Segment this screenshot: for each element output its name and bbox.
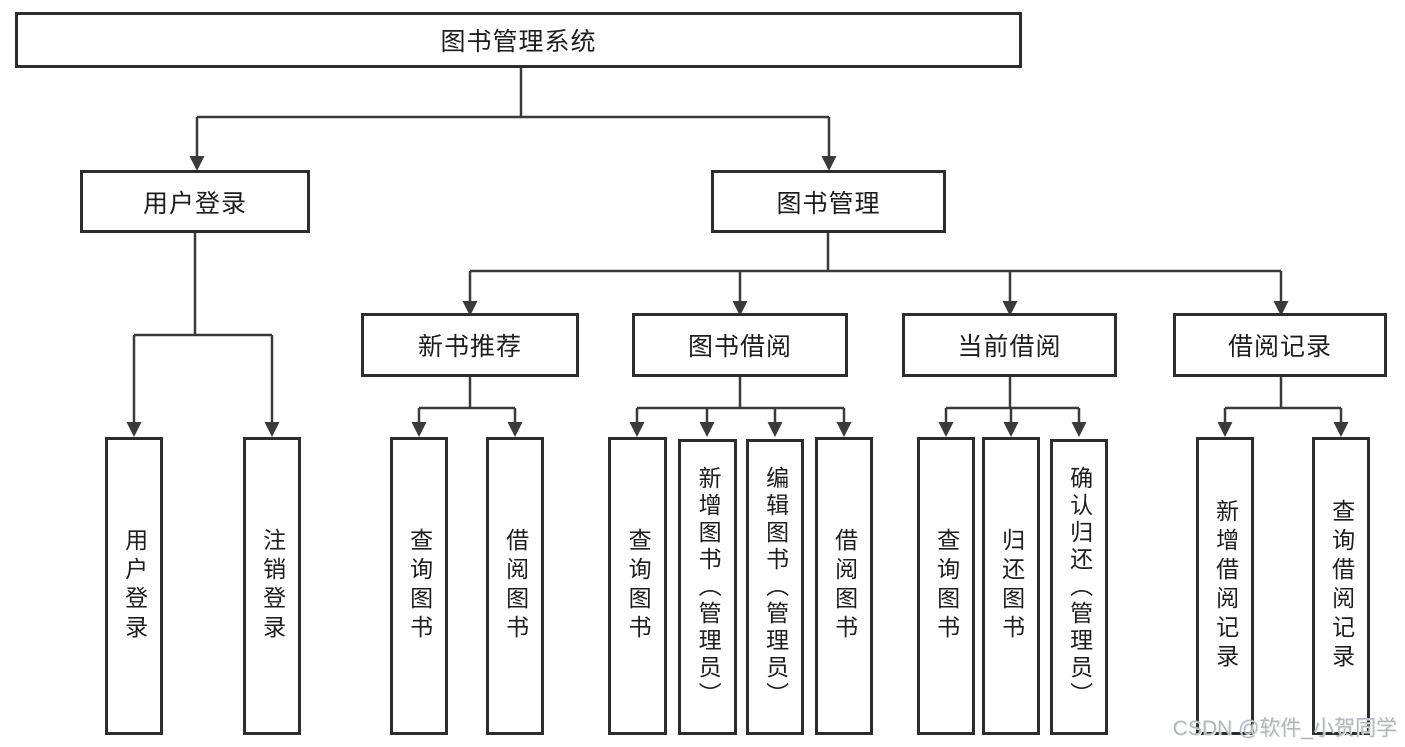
node-label: 新增图书（管理员）	[695, 465, 722, 709]
leaf-confirm-return-admin: 确认归还（管理员）	[1050, 439, 1108, 735]
node-book-borrow: 图书借阅	[632, 313, 848, 377]
node-label: 查询图书	[625, 528, 652, 644]
leaf-borrow-book: 借阅图书	[815, 437, 873, 735]
node-label: 查询图书	[933, 528, 960, 644]
node-label: 图书借阅	[687, 333, 792, 361]
node-label: 图书管理	[776, 189, 881, 218]
node-label: 借阅图书	[502, 528, 529, 644]
node-label: 新书推荐	[417, 333, 522, 361]
leaf-recommend-borrow-book: 借阅图书	[486, 437, 544, 735]
node-label: 借阅记录	[1227, 333, 1332, 361]
leaf-current-search-book: 查询图书	[917, 437, 975, 735]
node-label: 查询图书	[406, 528, 433, 644]
leaf-return-book: 归还图书	[982, 437, 1040, 735]
leaf-user-login: 用户登录	[105, 437, 163, 735]
node-label: 查询借阅记录	[1328, 499, 1355, 673]
node-label: 用户登录	[121, 528, 148, 644]
node-label: 图书管理系统	[440, 28, 597, 56]
node-label: 当前借阅	[957, 333, 1062, 361]
leaf-add-borrow-record: 新增借阅记录	[1196, 437, 1254, 735]
node-new-book-recommend: 新书推荐	[361, 313, 579, 377]
node-label: 用户登录	[142, 189, 247, 218]
node-book-management: 图书管理	[711, 170, 946, 233]
node-label: 借阅图书	[831, 528, 858, 644]
node-system-root: 图书管理系统	[15, 12, 1022, 68]
connector-trunks	[134, 68, 1341, 410]
leaf-borrow-search-book: 查询图书	[608, 437, 667, 735]
leaf-edit-book-admin: 编辑图书（管理员）	[746, 439, 804, 735]
node-borrow-record: 借阅记录	[1173, 313, 1387, 377]
node-label: 注销登录	[259, 528, 286, 644]
node-current-borrow: 当前借阅	[902, 313, 1117, 377]
node-label: 编辑图书（管理员）	[762, 465, 789, 709]
node-user-login: 用户登录	[80, 170, 310, 233]
leaf-search-borrow-record: 查询借阅记录	[1312, 437, 1370, 735]
leaf-recommend-search-book: 查询图书	[390, 437, 448, 735]
leaf-logout: 注销登录	[243, 437, 301, 735]
node-label: 归还图书	[998, 528, 1025, 644]
csdn-watermark: CSDN @软件_小贺同学	[1172, 717, 1397, 740]
leaf-add-book-admin: 新增图书（管理员）	[678, 439, 737, 735]
node-label: 新增借阅记录	[1212, 499, 1239, 673]
node-label: 确认归还（管理员）	[1066, 465, 1093, 709]
